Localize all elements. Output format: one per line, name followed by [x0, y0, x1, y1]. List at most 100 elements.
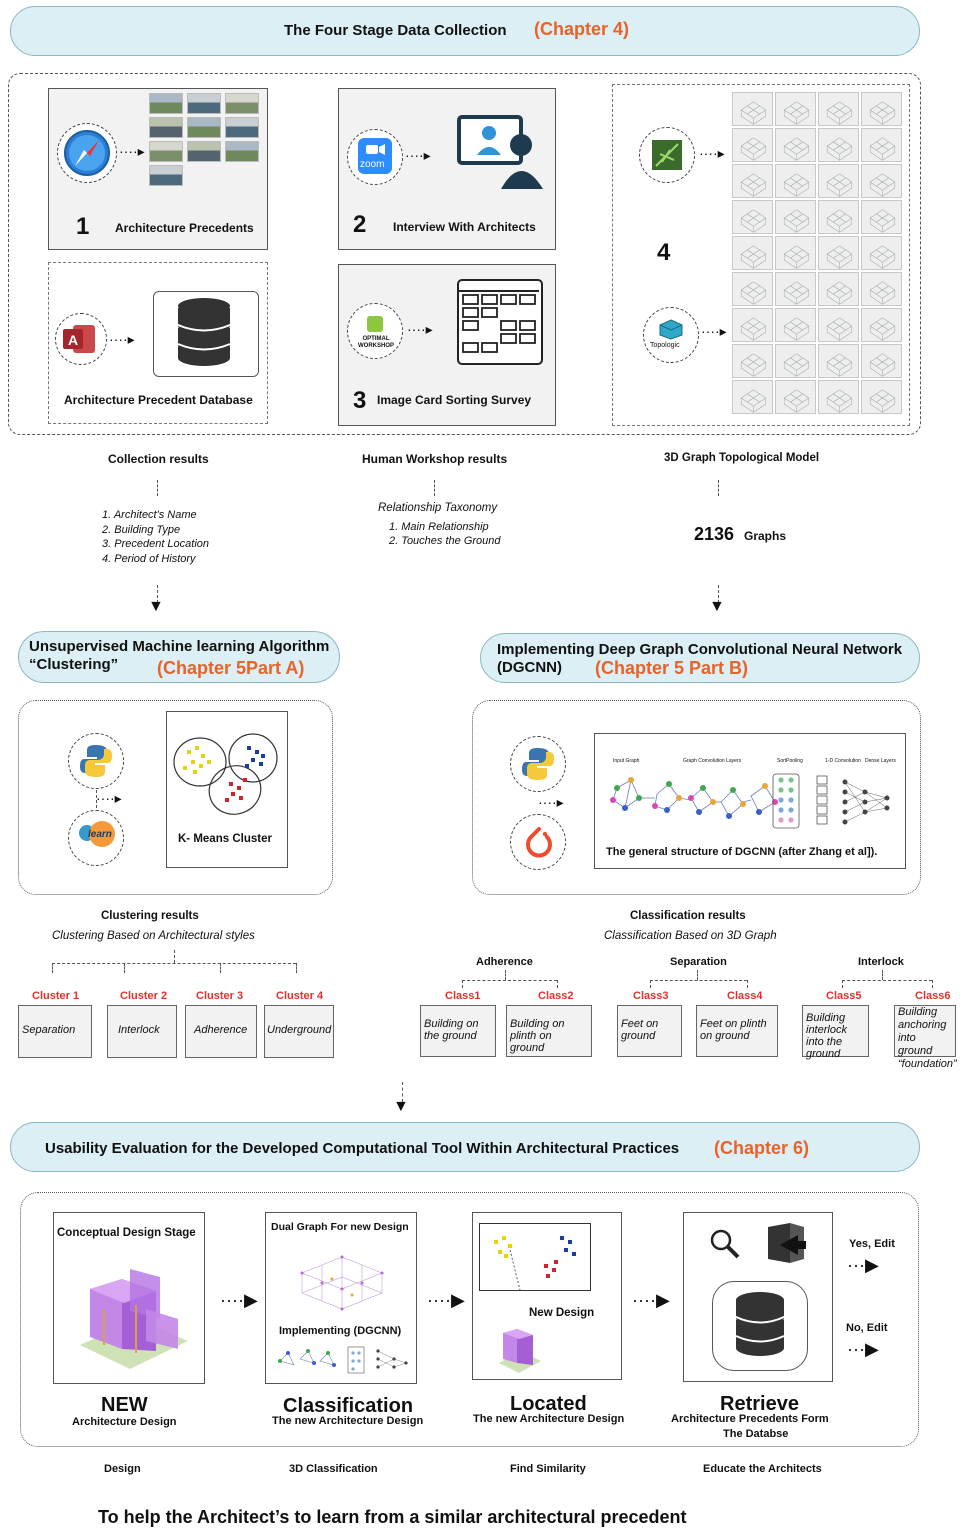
- caption-retrieve: Educate the Architects: [703, 1463, 822, 1475]
- export-door-icon: [768, 1223, 806, 1263]
- topologic-text: Topologic: [650, 342, 680, 349]
- stage3-box: OPTIMAL WORKSHOP ····▸ 3 Image Card Sort…: [338, 264, 556, 426]
- cluster-label: Adherence: [194, 1024, 248, 1036]
- caption-classification: 3D Classification: [289, 1463, 378, 1475]
- graph-model-cell: [818, 344, 859, 378]
- precedent-thumbnail: [187, 93, 221, 114]
- access-icon: A: [55, 313, 107, 365]
- located-box: New Design: [472, 1212, 622, 1380]
- design-sub: Architecture Design: [72, 1416, 177, 1428]
- graph-model-cell: [818, 308, 859, 342]
- cluster-label: Separation: [22, 1024, 76, 1036]
- python-icon: [68, 733, 124, 789]
- graph-model-cell: [861, 92, 902, 126]
- workshop-item: 1. Main Relationship: [389, 521, 489, 533]
- graph-model-cell: [775, 164, 816, 198]
- graph-model-cell: [732, 128, 773, 162]
- class-box: Building on plinth on ground: [506, 1005, 592, 1057]
- arrow-icon: ····▸: [701, 323, 727, 339]
- class-name: Class3: [633, 990, 669, 1002]
- graph-model-cell: [775, 200, 816, 234]
- precedent-thumbnail: [149, 117, 183, 138]
- arrow-icon: ····▶: [220, 1290, 258, 1310]
- collection-item: 4. Period of History: [102, 552, 196, 565]
- cluster-box: Adherence: [185, 1005, 257, 1058]
- cluster-box: Separation: [18, 1005, 92, 1058]
- caption-design: Design: [104, 1463, 141, 1475]
- class-label: Building on plinth on ground: [510, 1018, 565, 1054]
- class-box: Building anchoring into ground “foundati…: [894, 1005, 957, 1070]
- graph-model-cell: [775, 92, 816, 126]
- workshop-item: 2. Touches the Ground: [389, 535, 501, 547]
- database-icon: [153, 291, 259, 377]
- retrieve-big: Retrieve: [720, 1393, 799, 1415]
- arrow-icon: ····▸: [96, 790, 122, 806]
- graph-model-cell: [818, 380, 859, 414]
- graph-model-cell: [818, 92, 859, 126]
- building-model-icon: [80, 1269, 188, 1369]
- precedent-thumbnails: [149, 93, 261, 193]
- stage3-number: 3: [353, 387, 367, 414]
- precedent-thumbnail: [187, 117, 221, 138]
- collection-item: 2. Building Type: [102, 523, 181, 536]
- class-box: Feet on plinth on ground: [696, 1005, 778, 1057]
- zoom-text: zoom: [360, 159, 385, 170]
- graph-model-cell: [861, 380, 902, 414]
- graph-unit: Graphs: [744, 529, 787, 543]
- stage1-label: Architecture Precedents: [115, 221, 254, 235]
- graph-model-cell: [732, 344, 773, 378]
- graph-model-cell: [775, 236, 816, 270]
- card-sort-icon: [457, 279, 543, 365]
- graph-model-cell: [732, 92, 773, 126]
- classification-sub: The new Architecture Design: [272, 1415, 424, 1427]
- arrow-icon: ····▸: [119, 143, 145, 159]
- classification-box: Dual Graph For new Design Implementing (…: [265, 1212, 417, 1384]
- cluster-box: Interlock: [107, 1005, 177, 1058]
- arrow-icon: ····▸: [538, 794, 564, 810]
- graph-model-cell: [732, 236, 773, 270]
- yes-edit-label: Yes, Edit: [849, 1238, 895, 1250]
- classification-box-title: Dual Graph For new Design: [271, 1221, 409, 1233]
- chapter5b-banner: Implementing Deep Graph Convolutional Ne…: [480, 633, 920, 683]
- chapter5a-banner: Unsupervised Machine learning Algorithm …: [18, 631, 340, 683]
- design-big: NEW: [101, 1394, 148, 1416]
- class-label: Building interlock into the ground: [806, 1012, 847, 1060]
- stage2-number: 2: [353, 211, 367, 238]
- graph-model-cell: [818, 128, 859, 162]
- kmeans-label: K- Means Cluster: [178, 833, 272, 845]
- database-label: Architecture Precedent Database: [64, 393, 253, 407]
- dgcnn-box: Input Graph Graph Convolution Layers Sor…: [594, 733, 906, 869]
- cluster-name: Cluster 2: [120, 990, 168, 1002]
- graph-model-cell: [732, 164, 773, 198]
- precedent-thumbnail: [225, 117, 259, 138]
- optimal-workshop-icon: OPTIMAL WORKSHOP: [347, 303, 403, 359]
- cluster-label: Interlock: [118, 1024, 160, 1036]
- cluster-plot-icon: [479, 1223, 591, 1291]
- optimal-text: OPTIMAL WORKSHOP: [358, 336, 394, 349]
- graph-model-cell: [861, 164, 902, 198]
- class-name: Class5: [826, 990, 862, 1002]
- chapter5a-chapter: (Chapter 5Part A): [157, 658, 305, 678]
- chapter5b-line1: Implementing Deep Graph Convolutional Ne…: [497, 641, 903, 658]
- no-edit-label: No, Edit: [846, 1322, 888, 1334]
- stage4-number: 4: [657, 239, 671, 266]
- chapter6-banner: Usability Evaluation for the Developed C…: [10, 1122, 920, 1172]
- stage1-number: 1: [76, 213, 90, 240]
- graph-model-cell: [818, 200, 859, 234]
- cluster-name: Cluster 1: [32, 990, 80, 1002]
- dgcnn-caption: The general structure of DGCNN (after Zh…: [606, 846, 878, 858]
- stage2-box: zoom ····▸ 2 Interview With Architects: [338, 88, 556, 250]
- dgcnn-mini-icon: [278, 1346, 408, 1374]
- graph-model-cell: [775, 308, 816, 342]
- chapter6-title: Usability Evaluation for the Developed C…: [45, 1140, 680, 1157]
- down-arrow-icon: ▼: [709, 598, 725, 615]
- building-model-icon: [499, 1329, 541, 1373]
- classification-inner: Implementing (DGCNN): [279, 1325, 402, 1337]
- group-label: Adherence: [476, 956, 533, 968]
- sklearn-text: learn: [88, 829, 112, 840]
- search-icon: [710, 1229, 740, 1259]
- located-big: Located: [510, 1393, 587, 1415]
- layer-label: 1-D Convolution: [825, 758, 861, 764]
- layer-label: Graph Convolution Layers: [683, 758, 742, 764]
- stage1-box: ····▸ 1 Architecture Precedents: [48, 88, 268, 250]
